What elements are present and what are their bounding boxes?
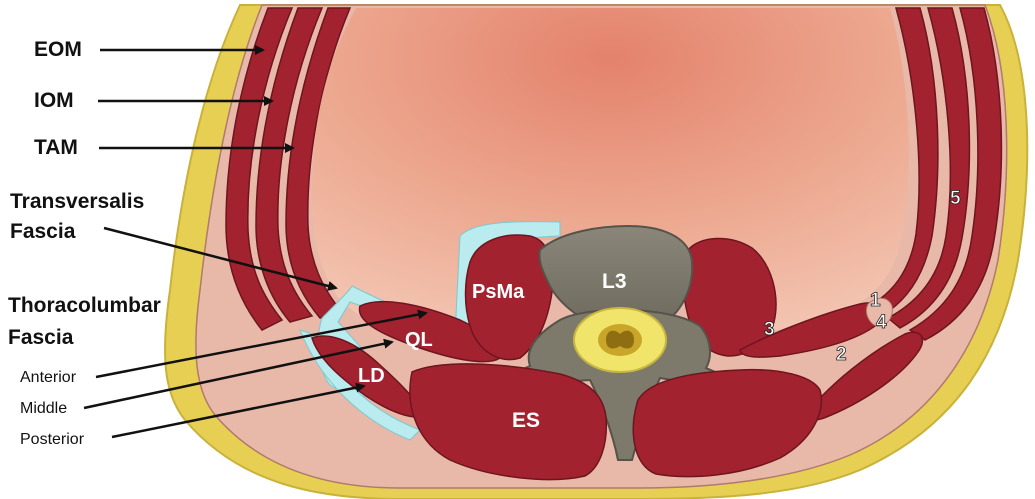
label-psma: PsMa (472, 281, 525, 303)
label-number-4: 4 (876, 312, 887, 333)
label-thoracolumbar-line1: Thoracolumbar (8, 294, 161, 317)
label-transversalis-line1: Transversalis (10, 190, 144, 213)
label-number-1: 1 (870, 290, 881, 311)
label-iom: IOM (34, 89, 74, 112)
label-thoracolumbar-line2: Fascia (8, 326, 74, 349)
label-l3: L3 (602, 270, 627, 293)
label-transversalis-line2: Fascia (10, 220, 76, 243)
label-anterior: Anterior (20, 369, 77, 386)
label-ld: LD (358, 365, 385, 387)
label-number-3: 3 (764, 319, 775, 340)
label-posterior: Posterior (20, 431, 85, 448)
label-eom: EOM (34, 38, 82, 61)
label-ql: QL (405, 329, 433, 351)
label-number-2: 2 (836, 344, 847, 365)
label-number-5: 5 (950, 188, 961, 209)
label-tam: TAM (34, 136, 78, 159)
label-middle: Middle (20, 400, 67, 417)
label-es: ES (512, 409, 540, 432)
